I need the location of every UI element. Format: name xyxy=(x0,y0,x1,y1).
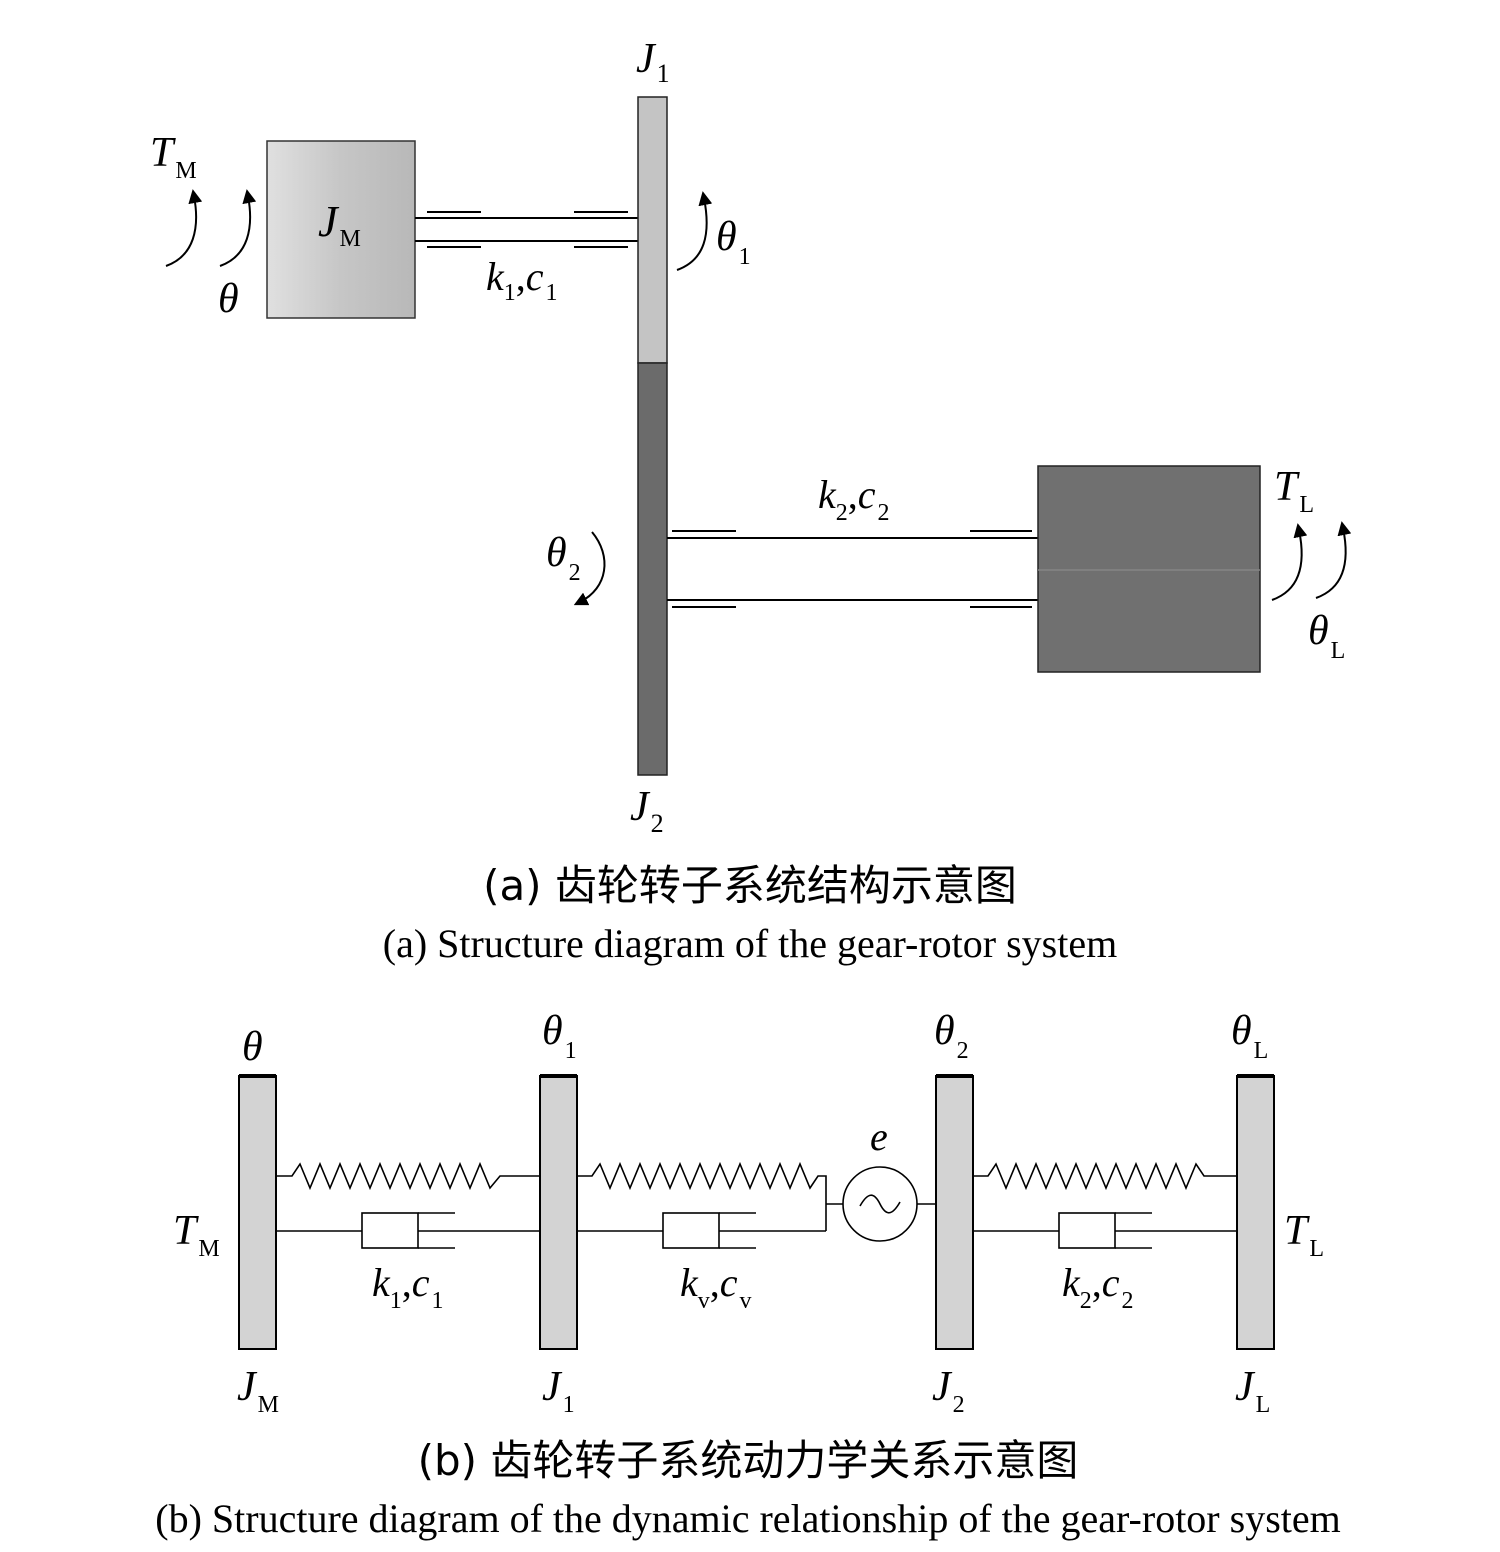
damper-c2 xyxy=(973,1212,1237,1249)
disk-J2 xyxy=(935,1075,974,1350)
label-J2-b: J2 xyxy=(932,1364,965,1418)
thetaL-arrow xyxy=(1315,521,1352,599)
structure-diagram: J1 TM JM θ k1,c1 θ1 k2,c2 θ2 TL θL J2 (a… xyxy=(150,36,1352,966)
label-thetaL-b: θL xyxy=(1231,1008,1268,1064)
label-theta: θ xyxy=(218,276,239,322)
motor-mass xyxy=(266,140,416,319)
gear-1 xyxy=(637,96,668,364)
label-J2-bottom: J2 xyxy=(630,784,664,838)
theta2-arrow xyxy=(573,531,606,606)
spring-k2 xyxy=(973,1161,1237,1191)
label-theta2-a: θ2 xyxy=(546,530,581,586)
disk-JM xyxy=(238,1075,277,1350)
label-k1c1-a: k1,c1 xyxy=(486,254,558,306)
label-kvcv-b: kv,cv xyxy=(680,1260,752,1314)
load-mass xyxy=(1037,465,1261,673)
gear-2 xyxy=(637,362,668,776)
label-JM-mass: JM xyxy=(318,197,361,252)
torque-TL-arrow xyxy=(1271,523,1308,601)
label-TL-a: TL xyxy=(1274,464,1314,518)
torque-TM-arrow xyxy=(165,189,203,267)
spring-k1 xyxy=(276,1161,540,1191)
shaft-1 xyxy=(415,211,638,248)
caption-a-en: (a) Structure diagram of the gear-rotor … xyxy=(383,921,1117,966)
shaft-2 xyxy=(667,530,1038,608)
spring-kv xyxy=(577,1161,827,1204)
label-theta1-a: θ1 xyxy=(716,214,751,270)
label-thetaL-a: θL xyxy=(1308,608,1345,664)
label-TL-b: TL xyxy=(1284,1208,1324,1262)
label-e: e xyxy=(870,1114,888,1159)
error-source xyxy=(842,1166,936,1242)
label-theta1-b: θ1 xyxy=(542,1008,577,1064)
label-theta2-b: θ2 xyxy=(934,1008,969,1064)
label-J1-b: J1 xyxy=(542,1364,575,1418)
damper-cv xyxy=(577,1203,843,1249)
label-J1-top: J1 xyxy=(636,36,670,88)
disk-J1 xyxy=(539,1075,578,1350)
label-k2c2-b: k2,c2 xyxy=(1062,1260,1134,1314)
disk-JL xyxy=(1236,1075,1275,1350)
theta1-arrow xyxy=(676,191,713,271)
caption-b-en: (b) Structure diagram of the dynamic rel… xyxy=(155,1496,1341,1541)
label-theta-b: θ xyxy=(242,1024,263,1070)
label-TM-b: TM xyxy=(173,1208,220,1262)
label-k2c2-a: k2,c2 xyxy=(818,472,890,526)
label-JM-b: JM xyxy=(237,1364,279,1418)
label-JL-b: JL xyxy=(1235,1364,1270,1418)
caption-a-zh: (a) 齿轮转子系统结构示意图 xyxy=(483,861,1017,910)
damper-c1 xyxy=(276,1212,540,1249)
label-k1c1-b: k1,c1 xyxy=(372,1260,444,1314)
label-TM-top: TM xyxy=(150,130,197,184)
theta-arrow xyxy=(219,189,257,267)
caption-b-zh: (b) 齿轮转子系统动力学关系示意图 xyxy=(418,1436,1079,1485)
dynamics-diagram: θ θ1 θ2 θL e TM TL k1,c1 kv,cv k2,c2 JM … xyxy=(155,1008,1341,1541)
